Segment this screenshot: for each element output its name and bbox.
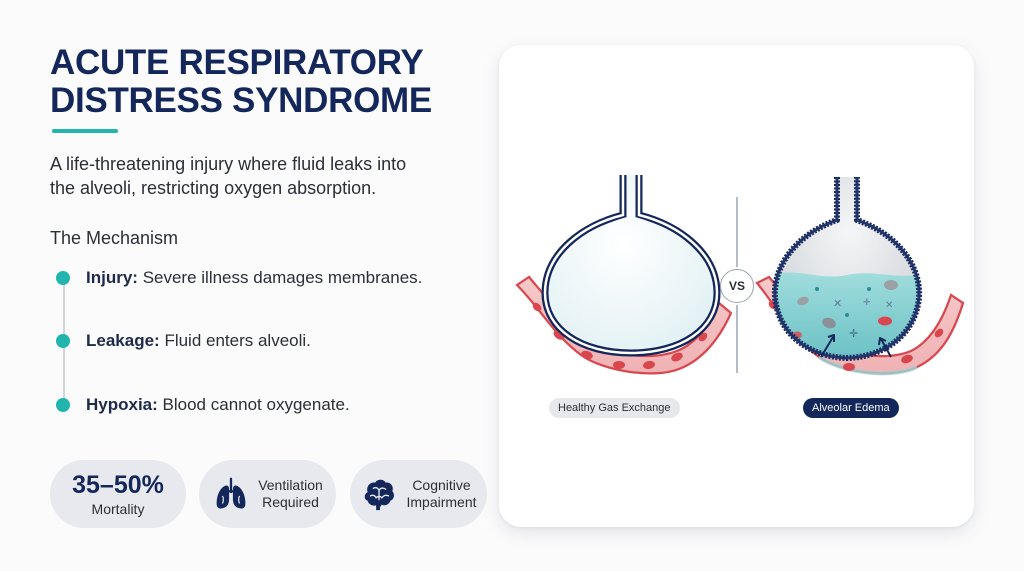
mechanism-step-hypoxia: Hypoxia: Blood cannot oxygenate. <box>56 395 350 415</box>
timeline-dot <box>56 271 70 285</box>
mechanism-step-injury: Injury: Severe illness damages membranes… <box>56 268 422 288</box>
subtitle: A life-threatening injury where fluid le… <box>50 152 470 200</box>
subtitle-line-1: A life-threatening injury where fluid le… <box>50 154 407 174</box>
mortality-label: Mortality <box>91 501 145 517</box>
timeline-dot <box>56 398 70 412</box>
mechanism-step-leakage: Leakage: Fluid enters alveoli. <box>56 331 311 351</box>
cognitive-line-1: Cognitive <box>412 477 471 493</box>
healthy-label: Healthy Gas Exchange <box>549 398 680 418</box>
mortality-value: 35–50% <box>72 471 164 499</box>
step-text: Severe illness damages membranes. <box>142 268 423 287</box>
timeline-dot <box>56 334 70 348</box>
mortality-stat-pill: 35–50% Mortality <box>50 460 186 528</box>
subtitle-line-2: the alveoli, restricting oxygen absorpti… <box>50 178 377 198</box>
cognitive-line-2: Impairment <box>406 494 477 510</box>
ventilation-line-2: Required <box>262 494 319 510</box>
step-term: Injury: <box>86 268 138 287</box>
lungs-icon <box>216 477 246 509</box>
comparison-illustration: ✕ ✛ ✕ ✛ <box>515 175 965 376</box>
svg-text:✛: ✛ <box>863 298 871 308</box>
cognitive-pill: Cognitive Impairment <box>350 460 487 528</box>
step-term: Hypoxia: <box>86 395 158 414</box>
title-line-2: DISTRESS SYNDROME <box>50 81 432 120</box>
mechanism-title: The Mechanism <box>50 228 179 248</box>
step-term: Leakage: <box>86 331 160 350</box>
edema-label: Alveolar Edema <box>803 398 899 418</box>
svg-text:✕: ✕ <box>833 297 842 310</box>
step-text: Blood cannot oxygenate. <box>162 395 350 414</box>
title-line-1: ACUTE RESPIRATORY <box>50 43 424 82</box>
title-accent-bar <box>52 129 118 133</box>
vs-badge: VS <box>720 269 754 303</box>
edema-alveolus-group: ✕ ✛ ✕ ✛ <box>755 177 965 376</box>
page-title: ACUTE RESPIRATORY DISTRESS SYNDROME <box>50 44 470 120</box>
step-text: Fluid enters alveoli. <box>164 331 311 350</box>
healthy-alveolus-group <box>515 175 733 375</box>
svg-text:✛: ✛ <box>849 327 858 340</box>
comparison-card: ✕ ✛ ✕ ✛ VS Healthy Gas Exchange Alveolar… <box>499 45 974 527</box>
svg-text:✕: ✕ <box>885 300 893 311</box>
brain-icon <box>365 479 395 511</box>
ventilation-line-1: Ventilation <box>258 477 323 493</box>
ventilation-pill: Ventilation Required <box>199 460 336 528</box>
